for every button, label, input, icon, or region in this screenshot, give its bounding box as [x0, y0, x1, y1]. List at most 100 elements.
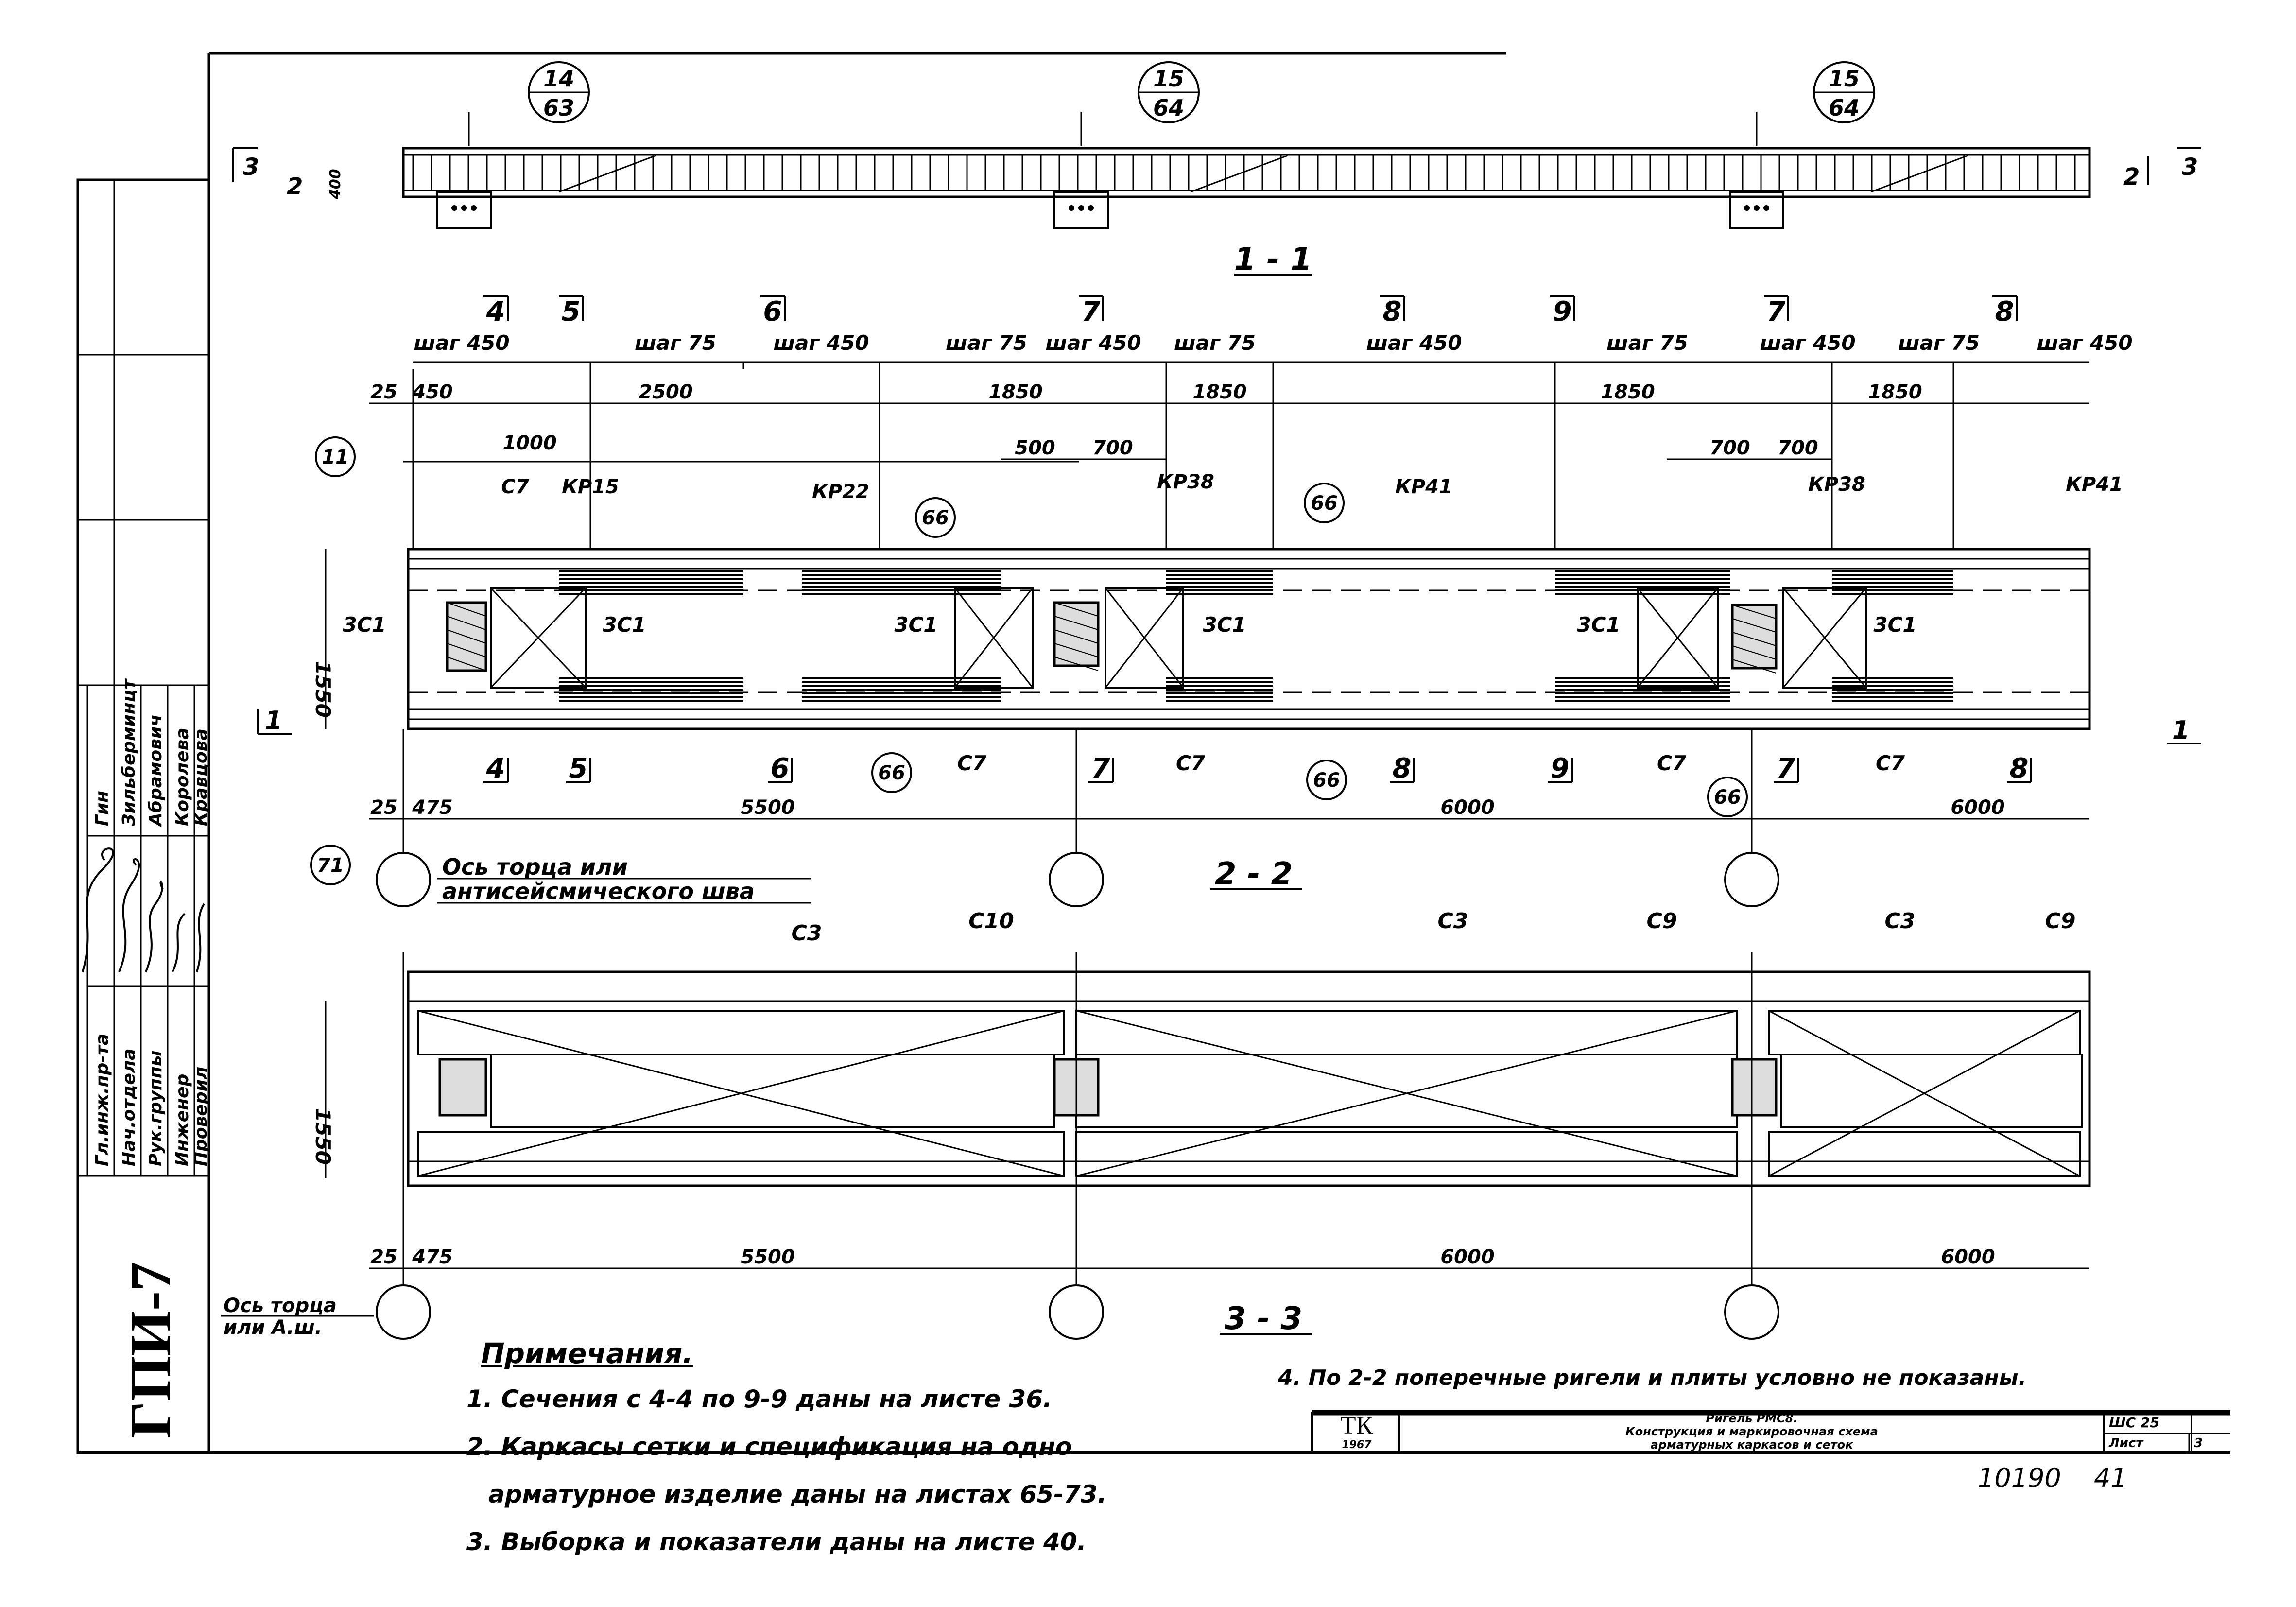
axis-note-33-2: или А.ш.	[224, 1316, 322, 1339]
section-mark-bottom-3: 7	[1091, 753, 1110, 784]
dim-row1-5: 1850	[1601, 381, 1655, 403]
panel-diag	[490, 587, 587, 689]
dim-bottom-33-2: 5500	[741, 1246, 794, 1268]
dim-row1-6: 1850	[1868, 381, 1922, 403]
hatch	[1732, 632, 1777, 646]
mesh-center-2	[1780, 1054, 2083, 1128]
label-33-1: С10	[968, 909, 1014, 933]
axis-note-22-2: антисейсмического шва	[442, 878, 755, 904]
label-c7-2: С7	[1657, 751, 1687, 775]
column-33-0	[438, 1058, 487, 1117]
hatch	[1054, 643, 1099, 657]
panel-diag	[1637, 588, 1719, 688]
height-1550-33: 1550	[311, 1108, 335, 1165]
tb-sheet-label: Лист	[2109, 1436, 2143, 1451]
dim-bottom-33-0: 25	[370, 1246, 397, 1268]
hatch	[447, 657, 486, 671]
dim-row2-4: 700	[1778, 437, 1818, 459]
dim-row1-3: 1850	[988, 381, 1042, 403]
step-label-5: шаг 75	[1174, 331, 1256, 355]
axis-note-22-1: Ось торца или	[442, 854, 628, 880]
height-400: 400	[327, 169, 344, 200]
stamp-name-2: Зильберминцт	[119, 678, 139, 827]
dim-bottom-22-2: 5500	[741, 796, 794, 819]
panel-diag	[1768, 1010, 2080, 1177]
step-brace	[413, 361, 2089, 369]
panel-diag	[1105, 588, 1184, 688]
marker-2: 66	[1311, 492, 1338, 515]
step-label-10: шаг 450	[2037, 331, 2132, 355]
mesh-panels	[490, 587, 1867, 689]
stirrup-ticks	[412, 155, 2076, 190]
callout-1: 14 63	[528, 61, 590, 123]
section-mark-bottom-4: 8	[1393, 753, 1412, 784]
label-c7-1: С7	[1176, 751, 1206, 775]
marker-0: 11	[322, 446, 349, 468]
marker-6: 71	[317, 854, 344, 877]
callout-3-num: 15	[1829, 66, 1860, 92]
step-label-0: шаг 450	[414, 331, 509, 355]
marker-circle	[1707, 777, 1748, 817]
label-c7-0: С7	[957, 751, 987, 775]
label-33-4: С3	[1885, 909, 1916, 933]
panel-diag	[1076, 1010, 1738, 1177]
sec-right-2: 2	[2123, 163, 2140, 190]
section-mark-top-6: 7	[1767, 296, 1786, 328]
footer-code: 10190 41	[1978, 1463, 2127, 1493]
dim-row2-0: 1000	[502, 432, 556, 454]
mesh-panel-1	[954, 587, 1034, 689]
mesh-panel-4	[1782, 587, 1867, 689]
panel-diag	[954, 588, 1034, 688]
mesh-panels-3-3	[417, 1010, 2083, 1177]
dim-bottom-33-3: 6000	[1440, 1246, 1494, 1268]
cage-label-2: КР22	[812, 481, 869, 503]
note-2: 2. Каркасы сетки и спецификация на одно	[466, 1433, 1072, 1461]
note-1: 1. Сечения с 4-4 по 9-9 даны на листе 36…	[466, 1385, 1053, 1413]
section-mark-top-1: 5	[562, 296, 581, 328]
stamp-name-3: Абрамович	[146, 714, 166, 828]
label-3c1-2: 3С1	[894, 613, 937, 637]
dim-bottom-22-0: 25	[370, 796, 397, 819]
hatch	[1732, 605, 1777, 619]
note-2b: арматурное изделие даны на листах 65-73.	[488, 1480, 1107, 1508]
label-3c1-3: 3С1	[1203, 613, 1246, 637]
section-mark-bottom-1: 5	[569, 753, 588, 784]
dim-row1-2: 2500	[639, 381, 692, 403]
tb-line3: арматурных каркасов и сеток	[1650, 1438, 1853, 1451]
cage-label-6: КР41	[2066, 473, 2123, 496]
hatch	[1054, 616, 1099, 630]
label-3c1-4: 3С1	[1577, 613, 1620, 637]
panel-diag	[417, 1010, 1065, 1177]
label-33-5: С9	[2045, 909, 2076, 933]
dim-row1-4: 1850	[1192, 381, 1246, 403]
section-title-1-1: 1 - 1	[1234, 242, 1312, 277]
marker-circle	[1304, 483, 1345, 523]
cage-label-1: КР15	[562, 476, 619, 498]
tb-line1: Ригель РМС8.	[1706, 1412, 1798, 1425]
tb-sheet-no: 3	[2194, 1436, 2203, 1451]
stamp-role-5: Проверил	[191, 1067, 211, 1166]
dim-bottom-22-1: 475	[412, 796, 453, 819]
mesh-panel-2	[1105, 587, 1184, 689]
marker-circle	[915, 497, 956, 538]
cut-left-3: 3	[243, 154, 259, 181]
hatch	[447, 629, 486, 644]
hatch	[1054, 602, 1099, 617]
panel-diag	[1782, 588, 1867, 688]
cage-label-5: КР38	[1808, 473, 1865, 496]
marker-4: 66	[1313, 769, 1340, 792]
columns	[446, 601, 1778, 674]
marker-circle	[310, 845, 351, 885]
tb-series: ШС 25	[2109, 1415, 2159, 1431]
hatch	[1054, 629, 1099, 644]
column-33-2	[1731, 1058, 1778, 1117]
label-3c1-0: 3С1	[343, 613, 386, 637]
org-name: ГПИ-7	[118, 1262, 183, 1438]
